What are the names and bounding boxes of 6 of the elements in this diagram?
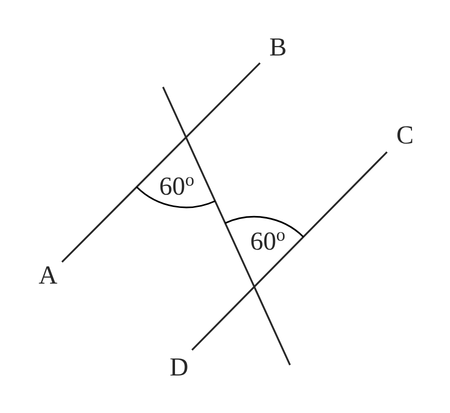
point-label: C: [397, 126, 412, 144]
point-label: D: [170, 358, 188, 376]
angle-label: 60$^{o}$: [160, 177, 194, 195]
point-label: A: [38, 266, 58, 284]
angle-label: 60$^{o}$: [251, 232, 285, 250]
point-label: B: [270, 38, 286, 56]
